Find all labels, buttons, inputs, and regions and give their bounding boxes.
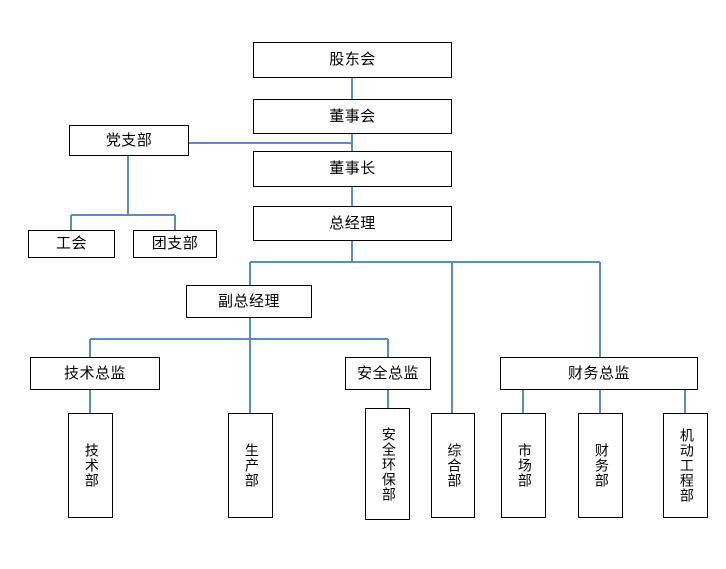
node-technical-director[interactable]: 技术总监 — [30, 357, 160, 390]
node-labor-union[interactable]: 工会 — [28, 230, 115, 258]
node-general-manager[interactable]: 总经理 — [253, 206, 452, 241]
node-youth-league-branch[interactable]: 团支部 — [133, 230, 217, 258]
node-general-affairs-dept[interactable]: 综合部 — [431, 413, 475, 518]
node-board-of-directors[interactable]: 董事会 — [253, 99, 452, 134]
node-machinery-engineering-dept[interactable]: 机动工程部 — [663, 413, 708, 518]
node-shareholders-meeting[interactable]: 股东会 — [253, 42, 452, 78]
node-safety-director[interactable]: 安全总监 — [345, 357, 431, 390]
node-production-dept[interactable]: 生产部 — [228, 413, 273, 518]
node-finance-dept[interactable]: 财务部 — [578, 413, 623, 518]
node-deputy-general-manager[interactable]: 副总经理 — [186, 285, 312, 318]
node-finance-director[interactable]: 财务总监 — [500, 357, 698, 390]
node-marketing-dept[interactable]: 市场部 — [501, 413, 546, 518]
node-technical-dept[interactable]: 技术部 — [68, 413, 113, 518]
node-safety-environment-dept[interactable]: 安全环保部 — [365, 408, 410, 520]
node-party-branch[interactable]: 党支部 — [69, 125, 189, 156]
node-chairman[interactable]: 董事长 — [253, 151, 452, 187]
